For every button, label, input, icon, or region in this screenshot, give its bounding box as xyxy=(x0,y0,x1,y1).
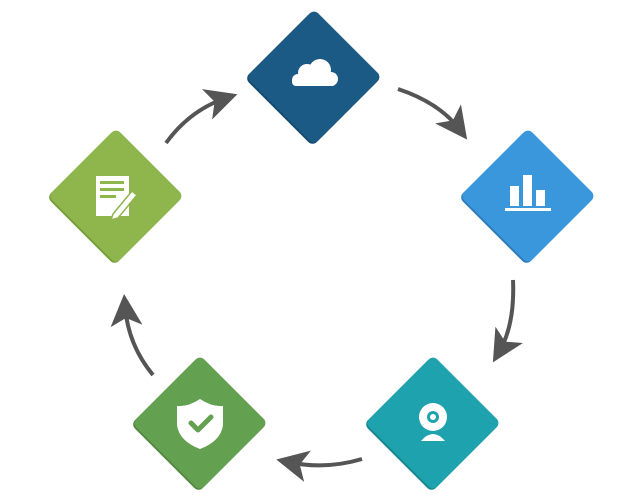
document-edit-icon xyxy=(96,176,139,222)
shield-check-icon xyxy=(177,399,223,449)
arrow-cloud-to-analytics xyxy=(397,87,468,140)
webcam-icon xyxy=(419,403,447,441)
bar-chart-icon xyxy=(505,175,551,211)
node-cloud xyxy=(247,11,380,144)
arrow-document-to-cloud xyxy=(164,89,238,145)
node-analytics xyxy=(461,130,594,263)
node-camera xyxy=(366,357,499,490)
node-security xyxy=(133,357,266,490)
node-document xyxy=(49,130,182,263)
arrow-analytics-to-camera xyxy=(492,279,523,363)
arrow-camera-to-security xyxy=(276,450,363,482)
cloud-icon xyxy=(292,59,338,86)
arrow-security-to-document xyxy=(110,294,155,377)
